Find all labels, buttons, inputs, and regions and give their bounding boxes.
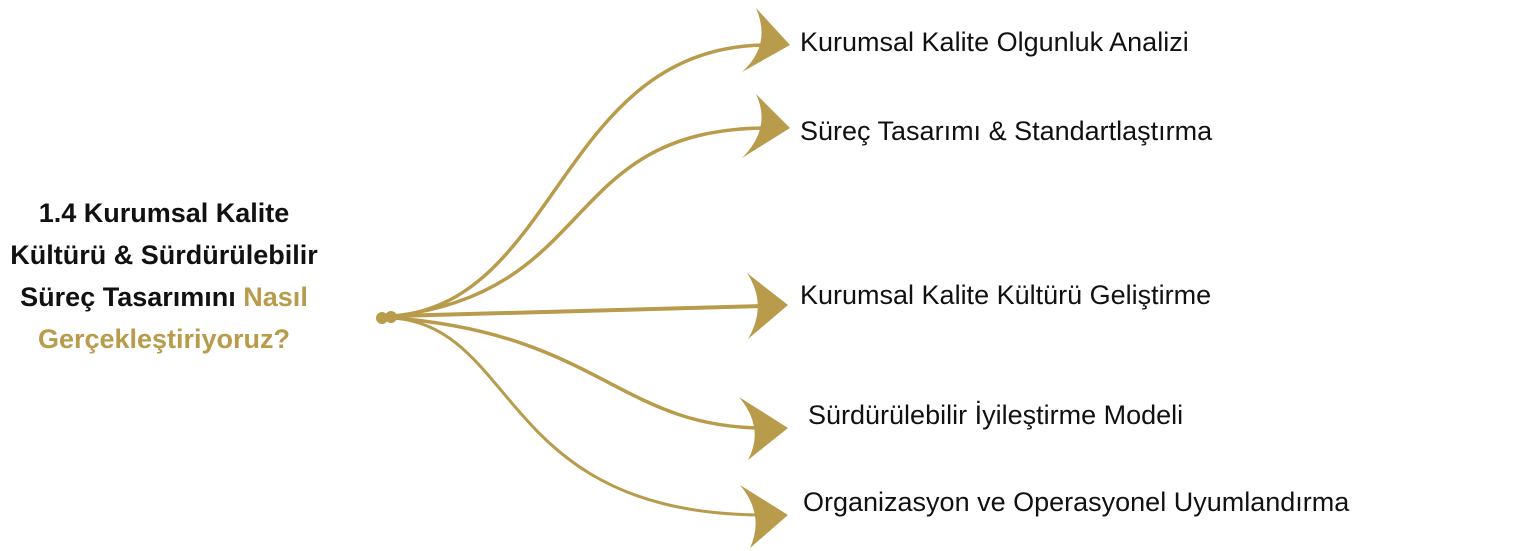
arrowhead-icon	[739, 397, 788, 460]
branch-line-5	[393, 316, 767, 517]
arrowhead-icon	[742, 8, 790, 72]
branch-label-4: Sürdürülebilir İyileştirme Modeli	[808, 400, 1184, 430]
title-main: 1.4 Kurumsal Kalite Kültürü & Sürdürüleb…	[10, 198, 318, 312]
arrowhead-icon	[747, 273, 788, 339]
diagram-title: 1.4 Kurumsal Kalite Kültürü & Sürdürüleb…	[0, 192, 328, 360]
branch-line-1	[393, 43, 767, 318]
title-highlight: Nasıl Gerçekleştiriyoruz?	[37, 282, 308, 354]
branch-label-1: Kurumsal Kalite Olgunluk Analizi	[800, 27, 1189, 57]
branch-line-4	[393, 316, 767, 430]
origin-dot-icon	[376, 312, 388, 324]
arrowhead-icon	[740, 485, 788, 548]
branch-line-3	[393, 304, 767, 318]
arrowhead-icon	[742, 94, 790, 158]
branch-label-3: Kurumsal Kalite Kültürü Geliştirme	[800, 280, 1212, 310]
branch-line-2	[393, 126, 767, 318]
origin-dot-icon	[385, 311, 397, 323]
branch-label-2: Süreç Tasarımı & Standartlaştırma	[800, 116, 1213, 146]
branch-label-5: Organizasyon ve Operasyonel Uyumlandırma	[803, 487, 1350, 517]
